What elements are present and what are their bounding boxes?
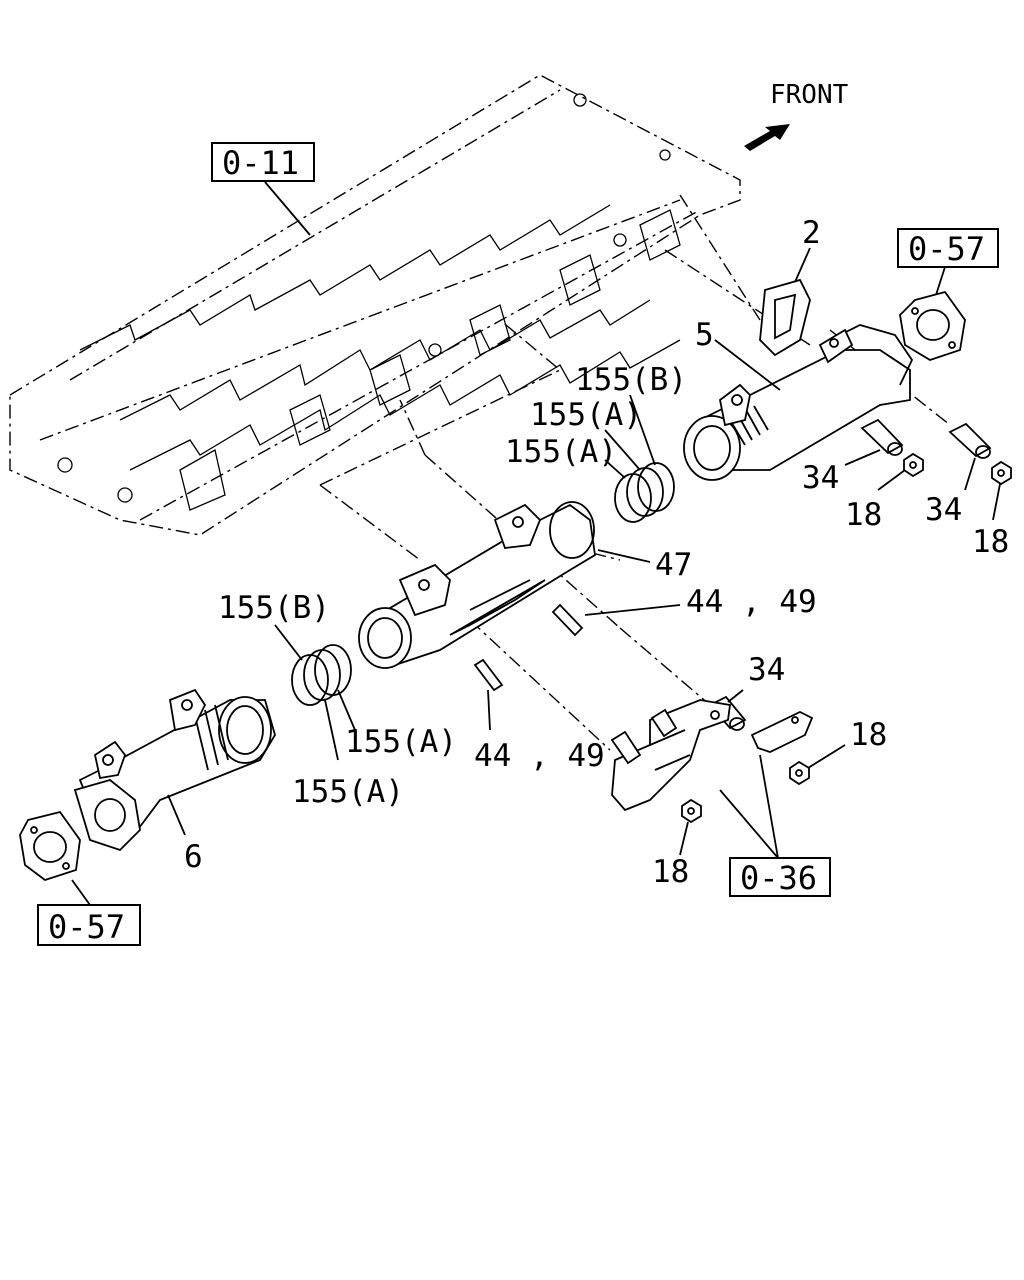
callout-18-b: 18 [972, 524, 1009, 560]
callout-44-49-b: 44 , 49 [474, 738, 605, 774]
leader-34-a [844, 449, 881, 466]
ref-gasket-left-label: 0-57 [48, 908, 125, 946]
callout-44-49-a: 44 , 49 [686, 584, 817, 620]
front-arrow-icon [744, 124, 790, 151]
callout-155a-left1: 155(A) [345, 724, 457, 760]
nut-18-a [903, 452, 924, 478]
spacer-34-a [860, 418, 904, 456]
part-47-pipe [358, 501, 596, 669]
leader-gasket-left [71, 879, 91, 906]
nut-18-b [991, 460, 1012, 486]
spacer-34-b [948, 422, 992, 459]
leader-gasket-right [934, 266, 946, 299]
callout-34-c: 34 [748, 652, 785, 688]
callout-155a-top1: 155(A) [530, 397, 642, 433]
leader-6 [167, 794, 186, 836]
seal-rings-upper [614, 462, 675, 523]
leader-2 [794, 247, 811, 283]
leader-155a-left1 [337, 689, 356, 731]
callout-6: 6 [184, 839, 203, 875]
callout-18-c: 18 [850, 717, 887, 753]
callout-34-b: 34 [925, 492, 962, 528]
leader-155a-top2 [604, 459, 626, 479]
callout-47: 47 [655, 547, 692, 583]
leader-44-49-a [584, 604, 681, 616]
stud-upper [551, 603, 584, 637]
leader-bracket-1 [719, 789, 779, 859]
leader-18-a [877, 469, 906, 491]
ref-head-label: 0-11 [222, 144, 299, 182]
leader-5 [714, 339, 781, 391]
leader-34-c [727, 689, 744, 703]
ref-box-gasket-left[interactable]: 0-57 [37, 904, 141, 946]
part-5-pipe [683, 324, 914, 481]
callout-155b-top: 155(B) [575, 362, 687, 398]
stud-lower [473, 658, 504, 692]
ref-box-head[interactable]: 0-11 [211, 142, 315, 182]
gasket-left [19, 810, 81, 881]
callout-2: 2 [802, 215, 821, 251]
leader-155b-left [274, 624, 303, 661]
leader-155b-top [629, 394, 656, 466]
callout-18-a: 18 [845, 497, 882, 533]
leader-44-49-b [487, 689, 491, 731]
front-indicator: FRONT [744, 80, 849, 151]
leader-155a-left2 [324, 699, 339, 761]
leader-155a-top1 [604, 429, 641, 471]
nut-18-c [789, 760, 810, 786]
seal-rings-left [291, 644, 352, 706]
leader-bracket-2 [759, 754, 779, 859]
part-2-gasket [759, 278, 811, 357]
callout-155a-top2: 155(A) [505, 434, 617, 470]
ref-box-bracket[interactable]: 0-36 [729, 857, 831, 897]
callout-labels: 2 5 6 47 155(B) 155(A) 155(A) 155(B) 155… [184, 215, 1009, 890]
gasket-right [899, 290, 966, 361]
callout-155b-left: 155(B) [218, 590, 330, 626]
callout-34-a: 34 [802, 460, 839, 496]
ref-bracket-label: 0-36 [740, 859, 817, 897]
leader-18-d [679, 821, 689, 856]
leader-18-b [992, 483, 1001, 521]
ref-box-gasket-right[interactable]: 0-57 [897, 228, 999, 268]
cylinder-head [9, 74, 741, 536]
leader-head [264, 181, 311, 236]
leader-34-b [964, 457, 976, 491]
front-label: FRONT [770, 80, 849, 110]
leader-18-c [807, 744, 846, 769]
ref-gasket-right-label: 0-57 [908, 230, 985, 268]
nut-18-d [681, 798, 702, 824]
leader-47 [597, 549, 651, 563]
callout-155a-left2: 155(A) [292, 774, 404, 810]
bracket-assembly [610, 699, 814, 812]
callout-5: 5 [695, 317, 714, 353]
part-6-pipe [73, 688, 276, 852]
callout-18-d: 18 [652, 854, 689, 890]
